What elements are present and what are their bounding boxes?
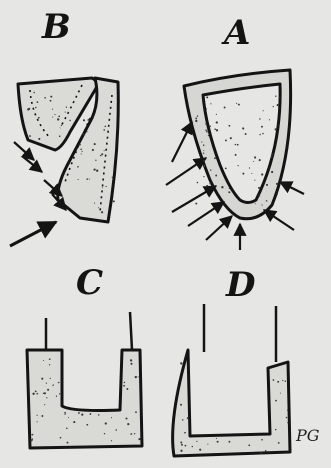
panel-a-arrow bbox=[166, 158, 206, 185]
artist-signature: PG bbox=[296, 428, 320, 444]
panel-a-arrow bbox=[206, 216, 232, 240]
panel-a-arrow bbox=[188, 202, 224, 226]
panel-a-arrow bbox=[172, 122, 192, 162]
panel-label-c: C bbox=[76, 266, 103, 300]
panel-label-a: A bbox=[224, 16, 250, 50]
panel-d-channel bbox=[173, 350, 290, 456]
panel-label-b: B bbox=[42, 10, 71, 44]
panel-a-arrow bbox=[280, 182, 304, 194]
panel-c-drawing bbox=[27, 312, 142, 448]
panel-c-channel bbox=[27, 350, 142, 448]
panel-a-arrow bbox=[172, 186, 216, 212]
panel-b-main-arrow bbox=[10, 222, 56, 246]
panel-d-drawing bbox=[173, 304, 290, 456]
panel-b-drawing bbox=[18, 78, 118, 222]
panel-a-arrow bbox=[264, 210, 294, 230]
panel-label-d: D bbox=[226, 268, 255, 302]
